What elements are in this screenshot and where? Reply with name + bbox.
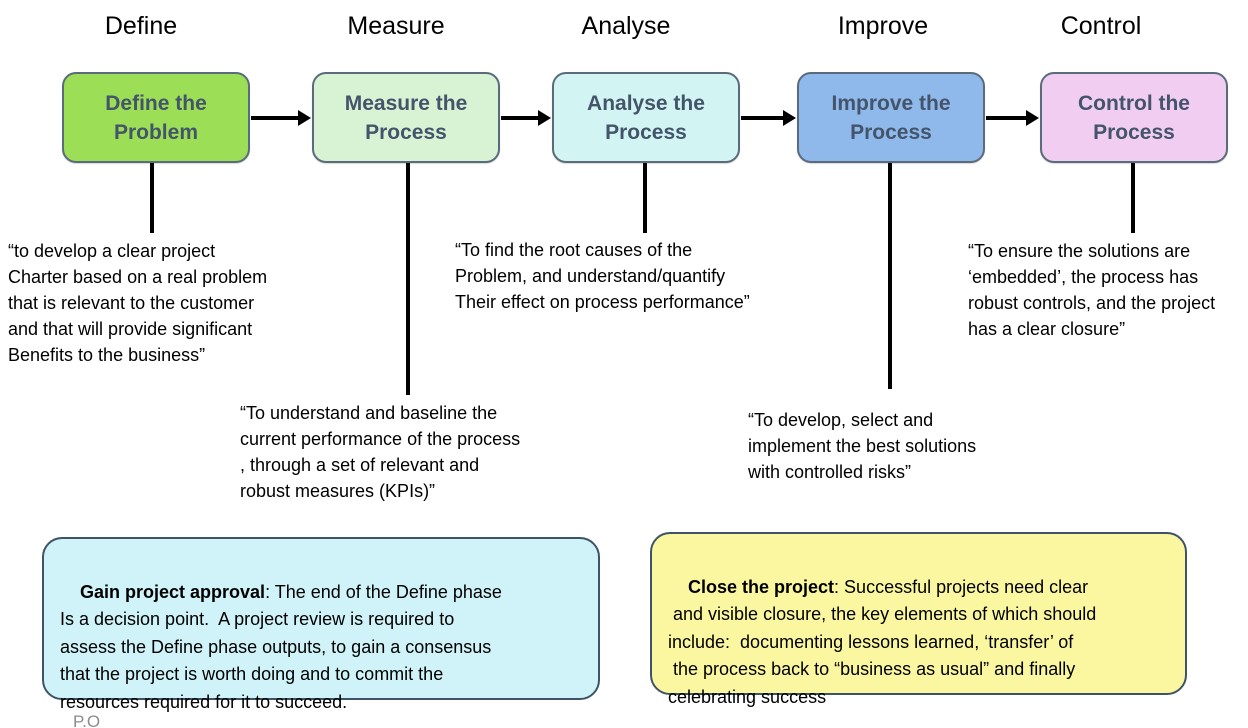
note-lead-gain-approval: Gain project approval [80,581,266,602]
note-lead-close-project: Close the project [688,576,835,597]
phase-box-define: Define the Problem [62,72,250,163]
phase-header-control: Control [1060,12,1142,40]
footer-text: P.O [73,712,101,728]
note-box-close-project: Close the project: Successful projects n… [650,532,1187,707]
connector-improve [888,163,892,389]
phase-box-control: Control the Process [1040,72,1228,163]
quote-analyse: “To find the root causes of the Problem,… [455,240,750,312]
phase-header-analyse: Analyse [581,12,671,40]
note-body-gain-approval: : The end of the Define phase Is a decis… [60,581,502,712]
phase-box-measure: Measure the Process [312,72,500,163]
connector-control [1131,163,1135,233]
quote-define: “to develop a clear project Charter base… [8,241,268,365]
phase-box-analyse: Analyse the Process [552,72,740,163]
phase-header-define: Define [104,12,178,40]
connector-define [150,163,154,233]
arrow-improve-to-control [986,109,1039,127]
quote-measure: “To understand and baseline the current … [240,403,521,501]
arrow-measure-to-analyse [501,109,551,127]
phase-header-improve: Improve [837,12,929,40]
connector-analyse [643,163,647,233]
phase-box-improve: Improve the Process [797,72,985,163]
arrow-analyse-to-improve [741,109,796,127]
phase-header-measure: Measure [347,12,445,40]
quote-control: “To ensure the solutions are ‘embedded’,… [968,241,1216,339]
quote-improve: “To develop, select and implement the be… [748,410,977,482]
connector-measure [406,163,410,395]
note-box-gain-approval: Gain project approval: The end of the De… [42,537,600,712]
note-body-close-project: : Successful projects need clear and vis… [668,576,1097,707]
arrow-define-to-measure [251,109,311,127]
